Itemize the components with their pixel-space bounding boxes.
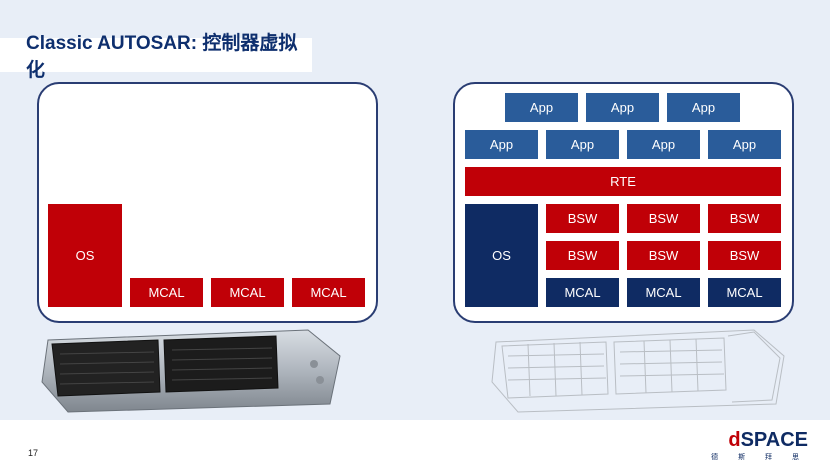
bsw-block: BSW xyxy=(708,241,781,270)
left-mcal-block: MCAL xyxy=(130,278,203,307)
page-number: 17 xyxy=(28,448,39,458)
app-block: App xyxy=(708,130,781,159)
ecu-wireframe-image xyxy=(491,329,785,413)
slide-title: Classic AUTOSAR: 控制器虚拟化 xyxy=(26,33,298,81)
dspace-logo: dSPACE 德 斯 拜 思 xyxy=(711,430,808,462)
app-block: App xyxy=(627,130,700,159)
bsw-block: BSW xyxy=(627,241,700,270)
app-block: App xyxy=(465,130,538,159)
slide-title-box: Classic AUTOSAR: 控制器虚拟化 xyxy=(0,33,312,81)
footer: 17 dSPACE 德 斯 拜 思 xyxy=(0,420,830,468)
app-block: App xyxy=(546,130,619,159)
rte-block: RTE xyxy=(465,167,781,196)
bsw-block: BSW xyxy=(627,204,700,233)
right-mcal-block: MCAL xyxy=(627,278,700,307)
app-block: App xyxy=(505,93,578,122)
app-block: App xyxy=(667,93,740,122)
right-os-block: OS xyxy=(465,204,538,307)
left-mcal-block: MCAL xyxy=(292,278,365,307)
logo-brand-d: d xyxy=(728,429,741,451)
bsw-block: BSW xyxy=(546,241,619,270)
left-mcal-block: MCAL xyxy=(211,278,284,307)
right-mcal-block: MCAL xyxy=(708,278,781,307)
bsw-block: BSW xyxy=(708,204,781,233)
bsw-block: BSW xyxy=(546,204,619,233)
left-os-block: OS xyxy=(48,204,122,307)
ecu-hardware-image xyxy=(41,329,341,413)
right-mcal-block: MCAL xyxy=(546,278,619,307)
logo-subtitle: 德 斯 拜 思 xyxy=(711,454,808,461)
app-block: App xyxy=(586,93,659,122)
logo-brand-rest: SPACE xyxy=(740,429,808,451)
